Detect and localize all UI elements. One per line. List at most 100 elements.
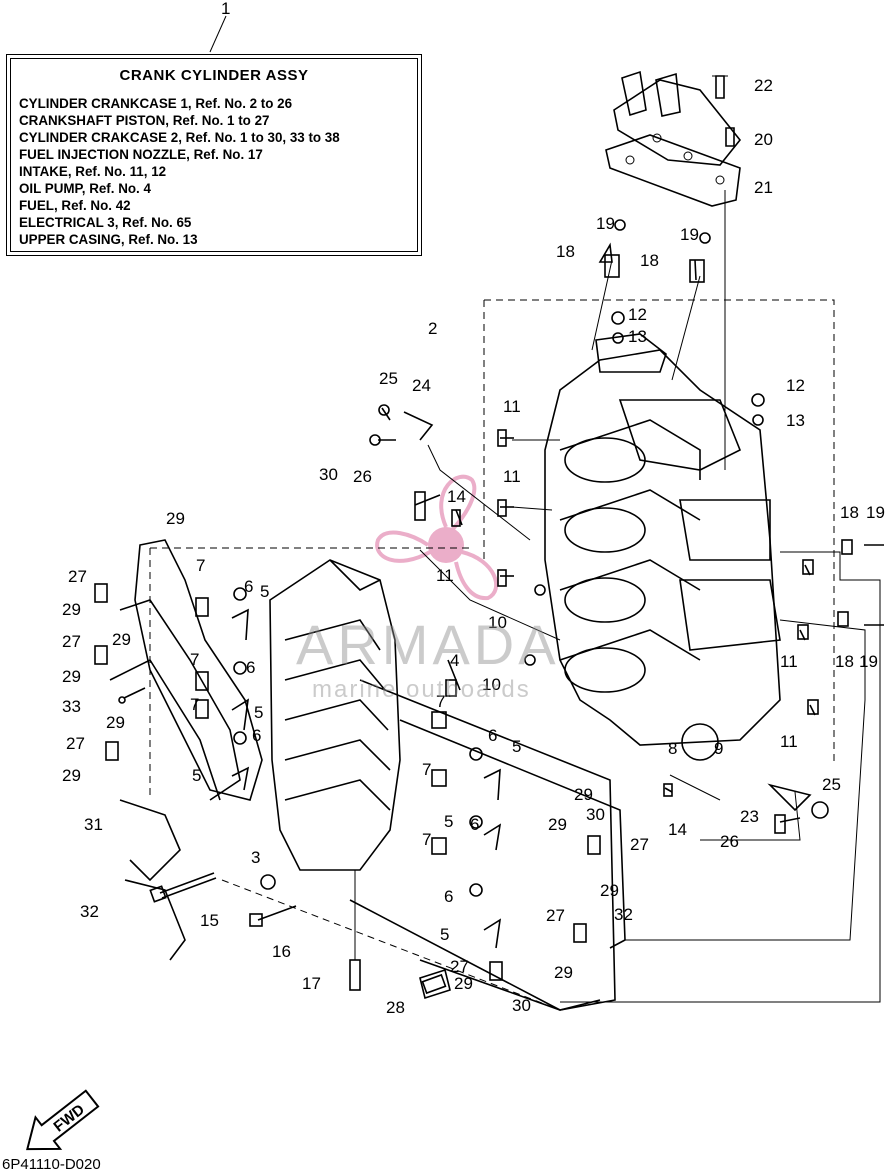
callout-21: 21 xyxy=(754,178,773,197)
callout-20: 20 xyxy=(754,130,773,149)
callout-7: 7 xyxy=(422,830,431,849)
callout-29: 29 xyxy=(600,881,619,900)
callout-26: 26 xyxy=(353,467,372,486)
fwd-arrow-icon: FWD xyxy=(26,1089,100,1151)
callout-11: 11 xyxy=(780,652,798,671)
callout-5: 5 xyxy=(512,737,521,756)
callout-13: 13 xyxy=(628,327,647,346)
legend-line: INTAKE, Ref. No. 11, 12 xyxy=(19,164,167,179)
callout-19: 19 xyxy=(859,652,878,671)
callout-30: 30 xyxy=(586,805,605,824)
callout-30: 30 xyxy=(512,996,531,1015)
callout-26: 26 xyxy=(720,832,739,851)
callout-14: 14 xyxy=(668,820,687,839)
watermark-brand: ARMADA xyxy=(296,613,560,676)
callout-6: 6 xyxy=(444,887,453,906)
callout-19: 19 xyxy=(680,225,699,244)
callout-11: 11 xyxy=(780,732,798,751)
callout-11: 11 xyxy=(436,566,454,585)
callout-29: 29 xyxy=(62,600,81,619)
callout-18: 18 xyxy=(556,242,575,261)
callout-33: 33 xyxy=(62,697,81,716)
legend-line: UPPER CASING, Ref. No. 13 xyxy=(19,232,198,247)
callout-30: 30 xyxy=(319,465,338,484)
callout-5: 5 xyxy=(440,925,449,944)
callout-7: 7 xyxy=(422,760,431,779)
legend-line: OIL PUMP, Ref. No. 4 xyxy=(19,181,151,196)
callout-24: 24 xyxy=(412,376,431,395)
callout-27: 27 xyxy=(62,632,81,651)
callout-29: 29 xyxy=(554,963,573,982)
document-code: 6P41110-D020 xyxy=(2,1156,101,1173)
callout-18: 18 xyxy=(640,251,659,270)
callout-32: 32 xyxy=(80,902,99,921)
crankcase-half xyxy=(269,559,401,871)
callout-6: 6 xyxy=(252,726,261,745)
legend-leader: 1 xyxy=(209,0,230,53)
callout-7: 7 xyxy=(190,650,199,669)
legend-line: CRANKSHAFT PISTON, Ref. No. 1 to 27 xyxy=(19,113,270,128)
callout-8: 8 xyxy=(668,739,677,758)
callout-29: 29 xyxy=(454,974,473,993)
callout-7: 7 xyxy=(190,695,199,714)
callout-5: 5 xyxy=(192,766,201,785)
callout-29: 29 xyxy=(166,509,185,528)
legend-line: FUEL, Ref. No. 42 xyxy=(19,198,131,213)
callout-5: 5 xyxy=(444,812,453,831)
callout-10: 10 xyxy=(482,675,501,694)
callout-27: 27 xyxy=(546,906,565,925)
callout-11: 11 xyxy=(503,467,521,486)
legend-line: FUEL INJECTION NOZZLE, Ref. No. 17 xyxy=(19,147,263,162)
fasteners xyxy=(94,219,884,1000)
legend-title: CRANK CYLINDER ASSY xyxy=(119,67,309,84)
cylinder-crankcase-block xyxy=(544,333,781,761)
callout-3: 3 xyxy=(251,848,260,867)
legend-ref-number: 1 xyxy=(221,0,230,18)
callout-18: 18 xyxy=(840,503,859,522)
callout-27: 27 xyxy=(630,835,649,854)
callout-6: 6 xyxy=(246,658,255,677)
callout-29: 29 xyxy=(548,815,567,834)
legend-line: CYLINDER CRANKCASE 1, Ref. No. 2 to 26 xyxy=(19,96,293,111)
callout-28: 28 xyxy=(386,998,405,1017)
legend-line: CYLINDER CRAKCASE 2, Ref. No. 1 to 30, 3… xyxy=(19,130,340,145)
callout-11: 11 xyxy=(503,397,521,416)
callout-6: 6 xyxy=(244,577,253,596)
callout-10: 10 xyxy=(488,613,507,632)
upper-cover-assembly xyxy=(605,70,742,207)
callout-22: 22 xyxy=(754,76,773,95)
callout-25: 25 xyxy=(822,775,841,794)
callout-14: 14 xyxy=(447,487,466,506)
legend-line: ELECTRICAL 3, Ref. No. 65 xyxy=(19,215,192,230)
callout-23: 23 xyxy=(740,807,759,826)
callout-4: 4 xyxy=(450,651,459,670)
callout-29: 29 xyxy=(62,667,81,686)
callout-13: 13 xyxy=(786,411,805,430)
propeller-watermark-icon xyxy=(375,474,499,601)
callout-29: 29 xyxy=(112,630,131,649)
callout-5: 5 xyxy=(260,582,269,601)
callout-32: 32 xyxy=(614,905,633,924)
callout-31: 31 xyxy=(84,815,103,834)
callout-2: 2 xyxy=(428,319,437,338)
callout-17: 17 xyxy=(302,974,321,993)
callout-27: 27 xyxy=(68,567,87,586)
callout-7: 7 xyxy=(436,692,445,711)
callout-29: 29 xyxy=(106,713,125,732)
callout-27: 27 xyxy=(450,957,469,976)
callout-9: 9 xyxy=(714,739,723,758)
legend-list: CYLINDER CRANKCASE 1, Ref. No. 2 to 26 C… xyxy=(19,95,340,248)
callout-5: 5 xyxy=(254,703,263,722)
callout-27: 27 xyxy=(66,734,85,753)
callout-19: 19 xyxy=(866,503,885,522)
callout-16: 16 xyxy=(272,942,291,961)
watermark-subtitle: marine outboards xyxy=(312,676,531,703)
assembly-group-outlines xyxy=(149,299,835,1011)
callout-6: 6 xyxy=(488,726,497,745)
callout-29: 29 xyxy=(62,766,81,785)
callout-7: 7 xyxy=(196,556,205,575)
callout-12: 12 xyxy=(786,376,805,395)
callout-25: 25 xyxy=(379,369,398,388)
